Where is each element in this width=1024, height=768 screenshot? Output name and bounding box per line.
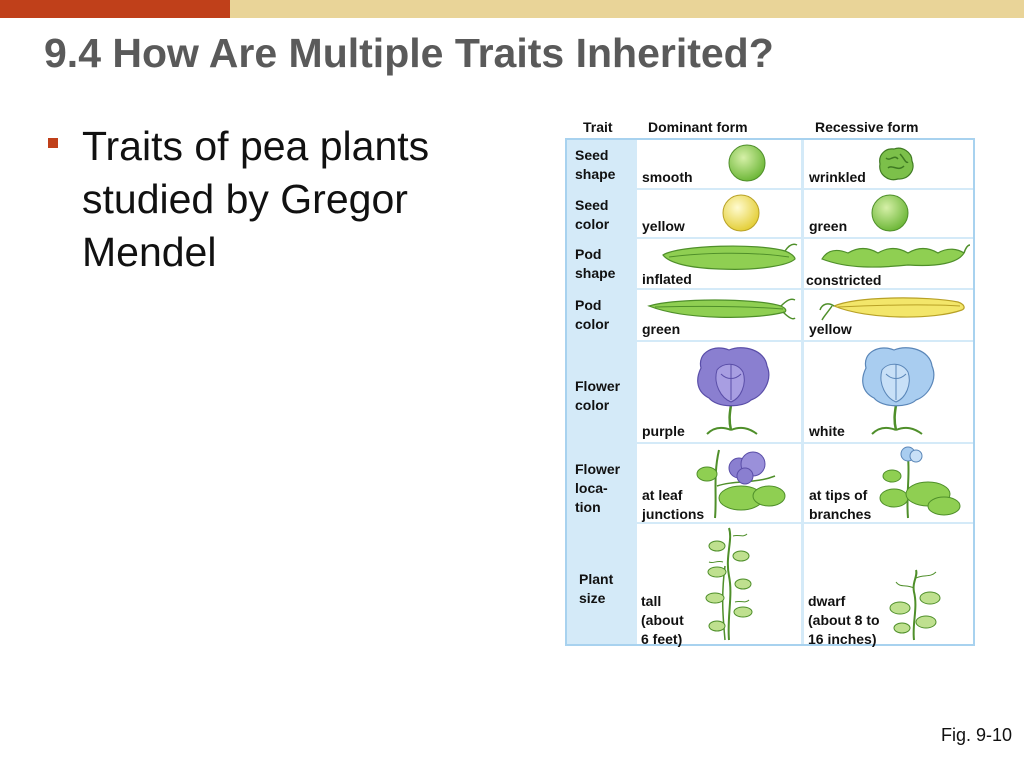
top-bar [230, 0, 1024, 18]
recessive-value: constricted [806, 272, 882, 288]
dominant-value: purple [642, 423, 685, 439]
inflated-pod-icon [662, 243, 798, 270]
header-trait: Trait [583, 119, 613, 135]
dominant-value: inflated [642, 271, 692, 287]
axial-flower-plant-icon [696, 449, 786, 519]
dominant-value: green [642, 321, 681, 337]
recessive-value: wrinkled [809, 169, 866, 185]
recessive-cell: wrinkled [804, 140, 973, 188]
yellow-seed-icon [722, 194, 760, 232]
header-dominant: Dominant form [648, 119, 748, 135]
dominant-cell: inflated [637, 239, 801, 288]
wrinkled-seed-icon [879, 147, 914, 181]
constricted-pod-icon [821, 244, 971, 268]
bullet-text: Traits of pea plants studied by Gregor M… [82, 120, 502, 279]
bullet-line: studied by Gregor [82, 176, 408, 222]
terminal-flower-plant-icon [879, 446, 961, 519]
recessive-cell: constricted [804, 239, 973, 288]
header-recessive: Recessive form [815, 119, 919, 135]
recessive-cell: yellow [804, 290, 973, 340]
white-flower-icon [862, 347, 935, 435]
smooth-seed-icon [728, 144, 766, 182]
green-pod-icon [647, 298, 796, 320]
purple-flower-icon [697, 347, 770, 435]
tall-plant-icon [705, 527, 753, 641]
yellow-pod-icon [819, 297, 965, 321]
dominant-cell: green [637, 290, 801, 340]
recessive-cell: green [804, 190, 973, 237]
figure-label: Fig. 9-10 [940, 725, 1012, 745]
recessive-value: white [809, 423, 845, 439]
green-seed-icon [871, 194, 909, 232]
slide-title: 9.4 How Are Multiple Traits Inherited? [44, 30, 774, 76]
top-accent-bar [0, 0, 230, 18]
dominant-value: smooth [642, 169, 693, 185]
recessive-value: yellow [809, 321, 852, 337]
recessive-value: green [809, 218, 848, 234]
bullet-line: Mendel [82, 229, 217, 275]
dominant-cell: purple [637, 342, 801, 442]
bullet-line: Traits of pea plants [82, 123, 430, 169]
dwarf-plant-icon [889, 569, 941, 641]
dominant-value: yellow [642, 218, 685, 234]
dominant-cell: yellow [637, 190, 801, 237]
recessive-cell: white [804, 342, 973, 442]
bullet-marker [48, 138, 58, 148]
dominant-cell: smooth [637, 140, 801, 188]
